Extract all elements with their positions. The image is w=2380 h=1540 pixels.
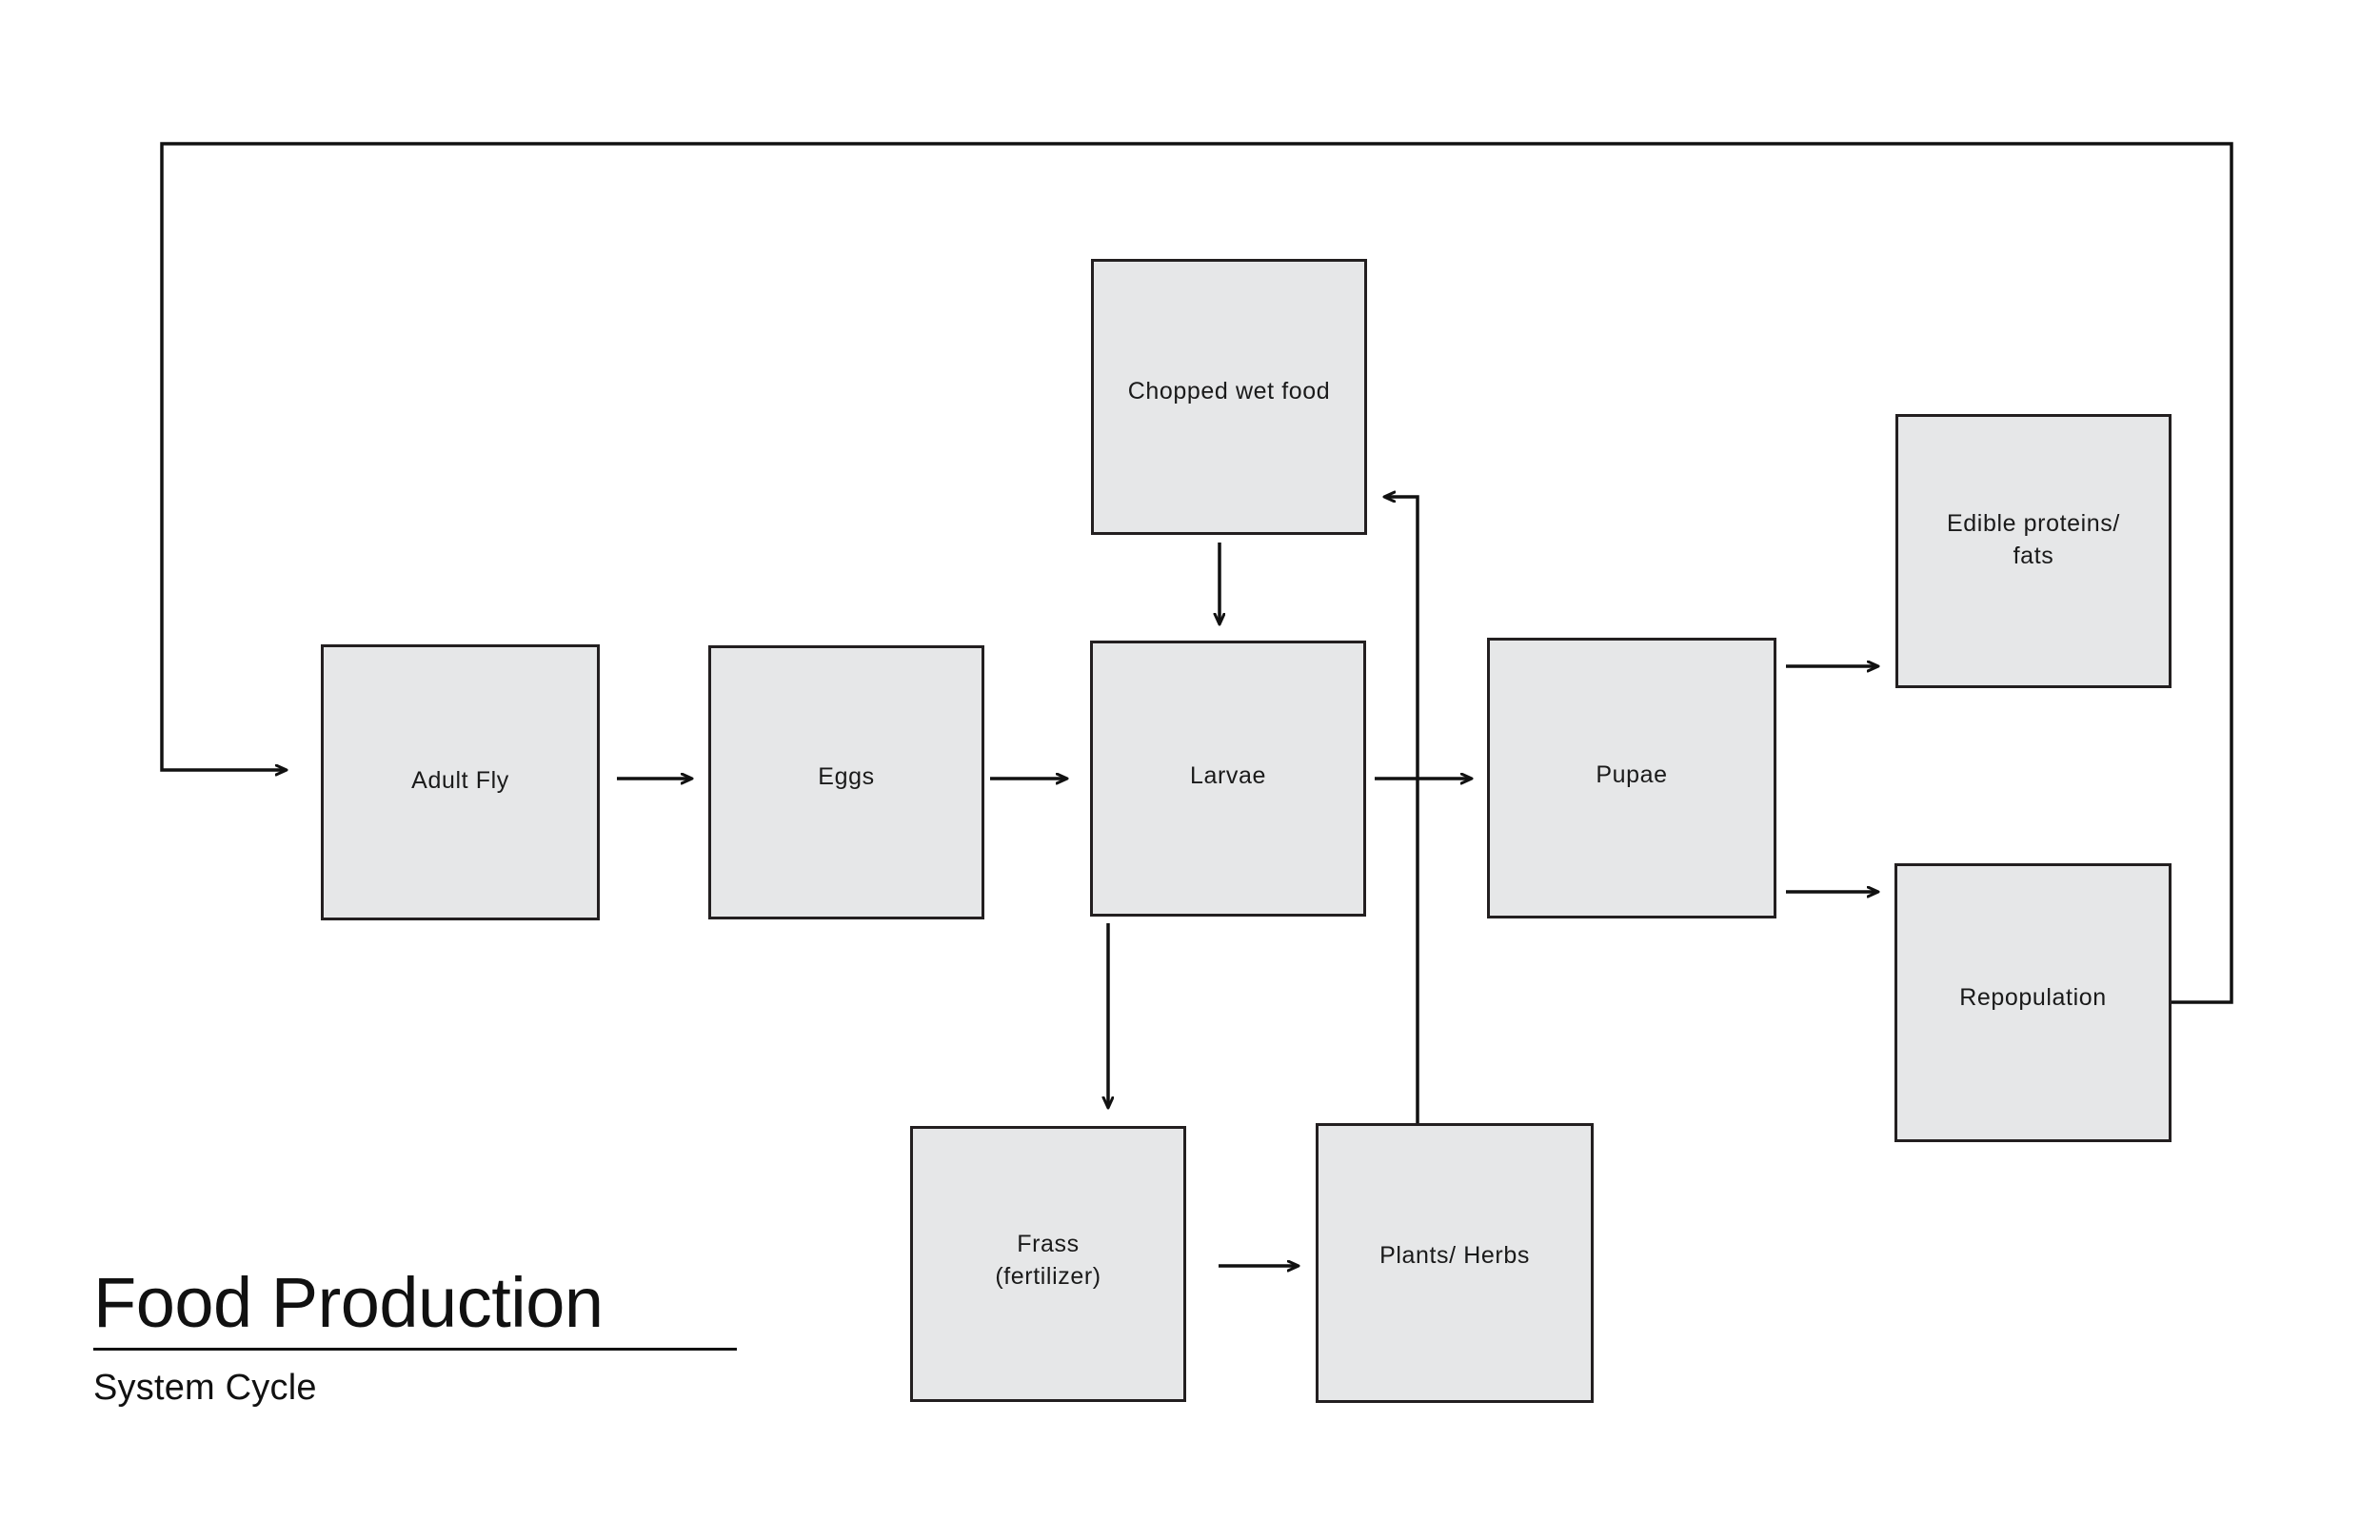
page-subtitle: System Cycle (93, 1368, 317, 1408)
node-plants-herbs-label: Plants/ Herbs (1379, 1242, 1530, 1270)
node-frass[interactable]: Frass (fertilizer) (910, 1126, 1186, 1402)
page-title: Food Production (93, 1263, 604, 1342)
node-edible-proteins-label: Edible proteins/ fats (1947, 510, 2120, 569)
title-divider (93, 1348, 737, 1351)
node-edible-proteins[interactable]: Edible proteins/ fats (1895, 414, 2172, 688)
edge-plants-herbs-to-chopped-wet-food (1385, 497, 1419, 1123)
node-plants-herbs[interactable]: Plants/ Herbs (1316, 1123, 1594, 1403)
node-eggs[interactable]: Eggs (708, 645, 984, 919)
node-chopped-wet-food[interactable]: Chopped wet food (1091, 259, 1367, 535)
node-larvae-label: Larvae (1189, 762, 1267, 790)
node-pupae-label: Pupae (1596, 760, 1668, 788)
title-block: Food Production System Cycle (93, 1268, 760, 1409)
node-frass-label: Frass (fertilizer) (995, 1231, 1101, 1290)
node-larvae[interactable]: Larvae (1090, 641, 1366, 917)
node-eggs-label: Eggs (818, 763, 875, 791)
node-chopped-wet-food-label: Chopped wet food (1127, 378, 1331, 405)
node-adult-fly[interactable]: Adult Fly (321, 644, 600, 920)
node-adult-fly-label: Adult Fly (411, 767, 509, 795)
node-pupae[interactable]: Pupae (1487, 638, 1776, 918)
node-repopulation-label: Repopulation (1959, 983, 2107, 1011)
node-repopulation[interactable]: Repopulation (1894, 863, 2172, 1142)
